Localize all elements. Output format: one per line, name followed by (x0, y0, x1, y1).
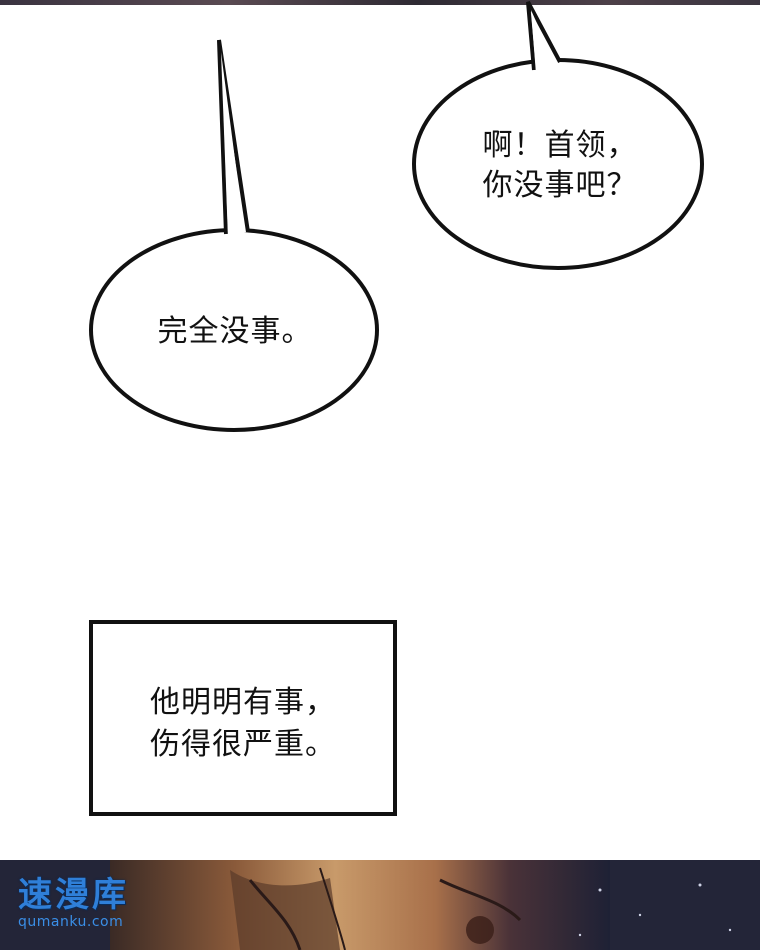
next-panel-illustration (0, 860, 760, 950)
narration-text: 他明明有事， 伤得很严重。 (150, 685, 336, 762)
speech-text-right: 啊！首领， 你没事吧？ (482, 128, 638, 203)
watermark-url: qumanku.com (18, 914, 124, 930)
site-watermark: 速漫库 qumanku.com (18, 876, 168, 930)
speech-bubble-left (89, 39, 379, 432)
next-panel-art (0, 860, 760, 950)
narration-box: 他明明有事， 伤得很严重。 (89, 620, 397, 816)
speech-bubble-right (412, 1, 704, 270)
top-panel-edge (0, 0, 760, 5)
watermark-title: 速漫库 (18, 875, 129, 915)
speech-text-left: 完全没事。 (157, 314, 313, 349)
